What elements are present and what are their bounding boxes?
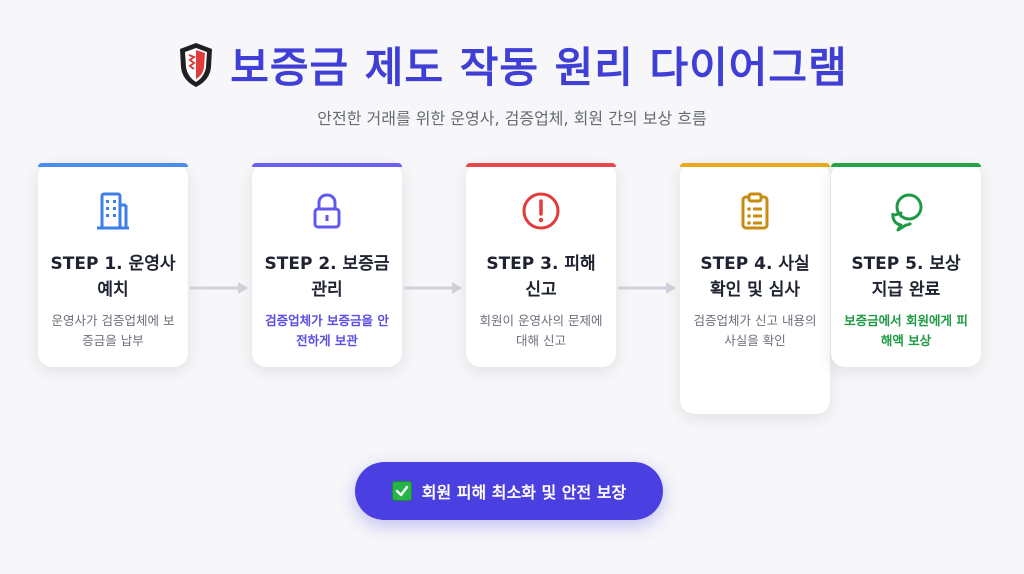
clipboard-icon (741, 192, 769, 230)
step-title: STEP 1. 운영사 예치 (50, 254, 176, 300)
step-title: STEP 5. 보상 지급 완료 (851, 254, 961, 300)
step-description: 회원이 운영사의 문제에 대해 신고 (479, 313, 603, 348)
step-card-4: STEP 4. 사실 확인 및 심사 검증업체가 신고 내용의 사실을 확인 (680, 163, 830, 414)
title-row: 보증금 제도 작동 원리 다이어그램 (0, 34, 1024, 95)
step-card-5: STEP 5. 보상 지급 완료 보증금에서 회원에게 피해액 보상 (831, 163, 981, 367)
lock-icon (313, 193, 341, 229)
header: 보증금 제도 작동 원리 다이어그램 안전한 거래를 위한 운영사, 검증업체,… (0, 34, 1024, 129)
step-card-2: STEP 2. 보증금 관리 검증업체가 보증금을 안전하게 보관 (252, 163, 402, 367)
step-card-1: STEP 1. 운영사 예치 운영사가 검증업체에 보증금을 납부 (38, 163, 188, 367)
step-card-3: STEP 3. 피해 신고 회원이 운영사의 문제에 대해 신고 (466, 163, 616, 367)
step-description: 검증업체가 보증금을 안전하게 보관 (265, 313, 389, 348)
arrow-right-icon (618, 282, 676, 294)
page-title: 보증금 제도 작동 원리 다이어그램 (230, 43, 848, 92)
banner-text: 회원 피해 최소화 및 안전 보장 (421, 483, 627, 502)
step-title: STEP 2. 보증금 관리 (264, 254, 390, 300)
step-description: 운영사가 검증업체에 보증금을 납부 (51, 313, 175, 348)
page-subtitle: 안전한 거래를 위한 운영사, 검증업체, 회원 간의 보상 흐름 (317, 109, 707, 128)
safety-banner: 회원 피해 최소화 및 안전 보장 (355, 462, 663, 520)
step-description: 검증업체가 신고 내용의 사실을 확인 (693, 313, 817, 348)
building-icon (97, 192, 129, 230)
alert-circle-icon (522, 192, 560, 230)
step-title: STEP 4. 사실 확인 및 심사 (700, 254, 810, 300)
chat-bubble-icon (891, 193, 923, 232)
arrow-right-icon (404, 282, 462, 294)
step-title: STEP 3. 피해 신고 (486, 254, 596, 300)
step-description: 보증금에서 회원에게 피해액 보상 (844, 313, 968, 348)
check-box-icon (391, 481, 412, 501)
arrow-right-icon (190, 282, 248, 294)
shield-icon (180, 42, 213, 87)
